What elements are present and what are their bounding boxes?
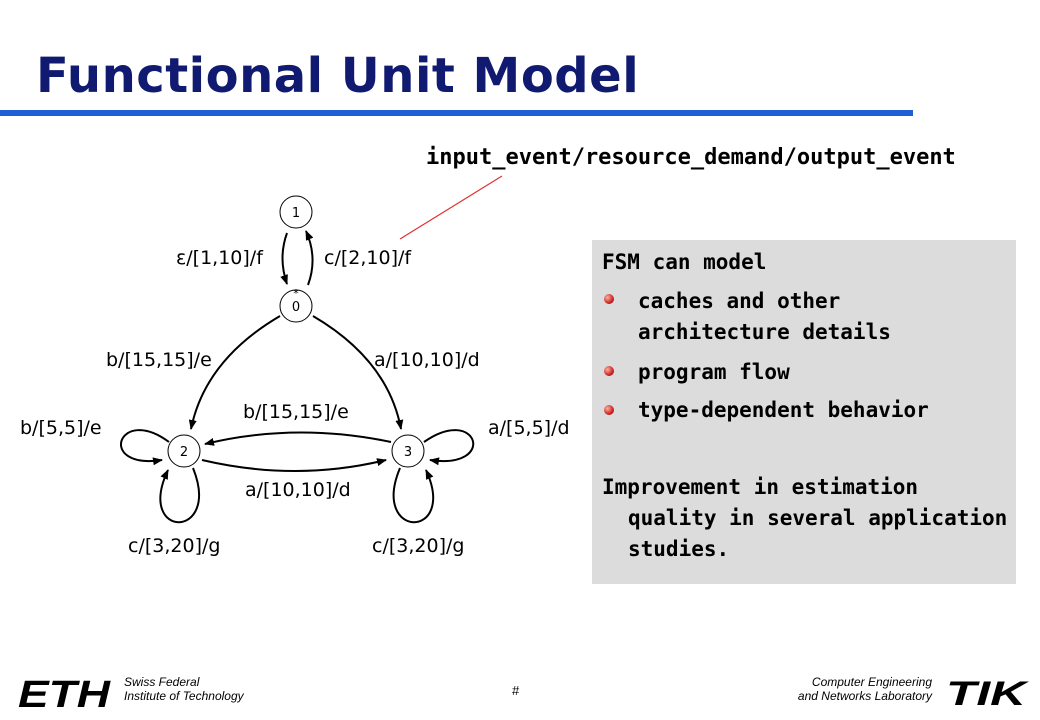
list-item-line: architecture details	[638, 320, 891, 344]
summary-paragraph: Improvement in estimation quality in sev…	[602, 472, 1007, 565]
list-item: program flow	[638, 357, 790, 388]
state-2	[167, 434, 201, 468]
state-0	[279, 289, 313, 323]
bullet-icon	[604, 294, 614, 304]
paragraph-line: quality in several application	[628, 506, 1008, 530]
info-box	[592, 240, 1016, 584]
footer-line: Computer Engineering	[811, 675, 932, 689]
paragraph-line: Improvement in estimation	[602, 475, 919, 499]
edge-0-2	[188, 315, 281, 430]
edge-label: b/[15,15]/e	[243, 401, 349, 423]
title-underline	[0, 110, 913, 116]
state-label: 2	[180, 445, 188, 460]
edge-label: b/[15,15]/e	[106, 349, 212, 371]
edge-3-2	[204, 431, 392, 446]
edge-0-1	[280, 232, 288, 285]
footer-line: Institute of Technology	[124, 689, 244, 703]
footer-line: and Networks Laboratory	[797, 689, 932, 703]
state-label: 1	[292, 206, 300, 221]
state-1	[279, 195, 313, 229]
edge-2-3	[201, 458, 387, 472]
self-loop-3-bottom	[392, 467, 434, 524]
self-loop-2-bottom	[159, 467, 200, 524]
eth-logo: ETH	[18, 674, 112, 716]
edge-0-3	[312, 315, 404, 430]
footer-institution: Swiss Federal Institute of Technology	[124, 675, 244, 703]
edge-label: ε/[1,10]/f	[176, 247, 264, 269]
list-item-line: program flow	[638, 360, 790, 384]
list-item-line: caches and other	[638, 289, 841, 313]
list-item: type-dependent behavior	[638, 395, 929, 426]
paragraph-line: studies.	[628, 537, 730, 561]
edge-label: a/[5,5]/d	[488, 417, 570, 439]
self-loop-2-left	[120, 429, 170, 466]
edge-1-0	[305, 230, 314, 286]
state-3	[391, 434, 425, 468]
edge-label: c/[3,20]/g	[372, 535, 464, 557]
self-loop-3-right	[423, 429, 475, 466]
state-label: 3	[404, 445, 412, 460]
footer-line: Swiss Federal	[124, 675, 200, 689]
edge-label: c/[3,20]/g	[128, 535, 220, 557]
callout-line	[399, 175, 503, 240]
info-box-heading: FSM can model	[602, 250, 767, 274]
bullet-icon	[604, 405, 614, 415]
edge-label: a/[10,10]/d	[374, 349, 480, 371]
initial-state-marker: *	[293, 287, 299, 300]
footer-lab: Computer Engineering and Networks Labora…	[798, 675, 932, 703]
edge-label: b/[5,5]/e	[20, 417, 102, 439]
state-label: 0	[292, 300, 300, 315]
tik-logo-text: TIK	[946, 675, 1030, 713]
edge-label: a/[10,10]/d	[245, 479, 351, 501]
tik-logo: TIK	[946, 675, 1030, 713]
edge-label: c/[2,10]/f	[324, 247, 412, 269]
list-item-line: type-dependent behavior	[638, 398, 929, 422]
eth-logo-text: ETH	[18, 674, 112, 716]
slide-number: #	[512, 683, 520, 698]
list-item: caches and other architecture details	[638, 286, 891, 348]
callout-label: input_event/resource_demand/output_event	[426, 145, 956, 170]
page-title: Functional Unit Model	[36, 48, 640, 104]
bullet-icon	[604, 366, 614, 376]
